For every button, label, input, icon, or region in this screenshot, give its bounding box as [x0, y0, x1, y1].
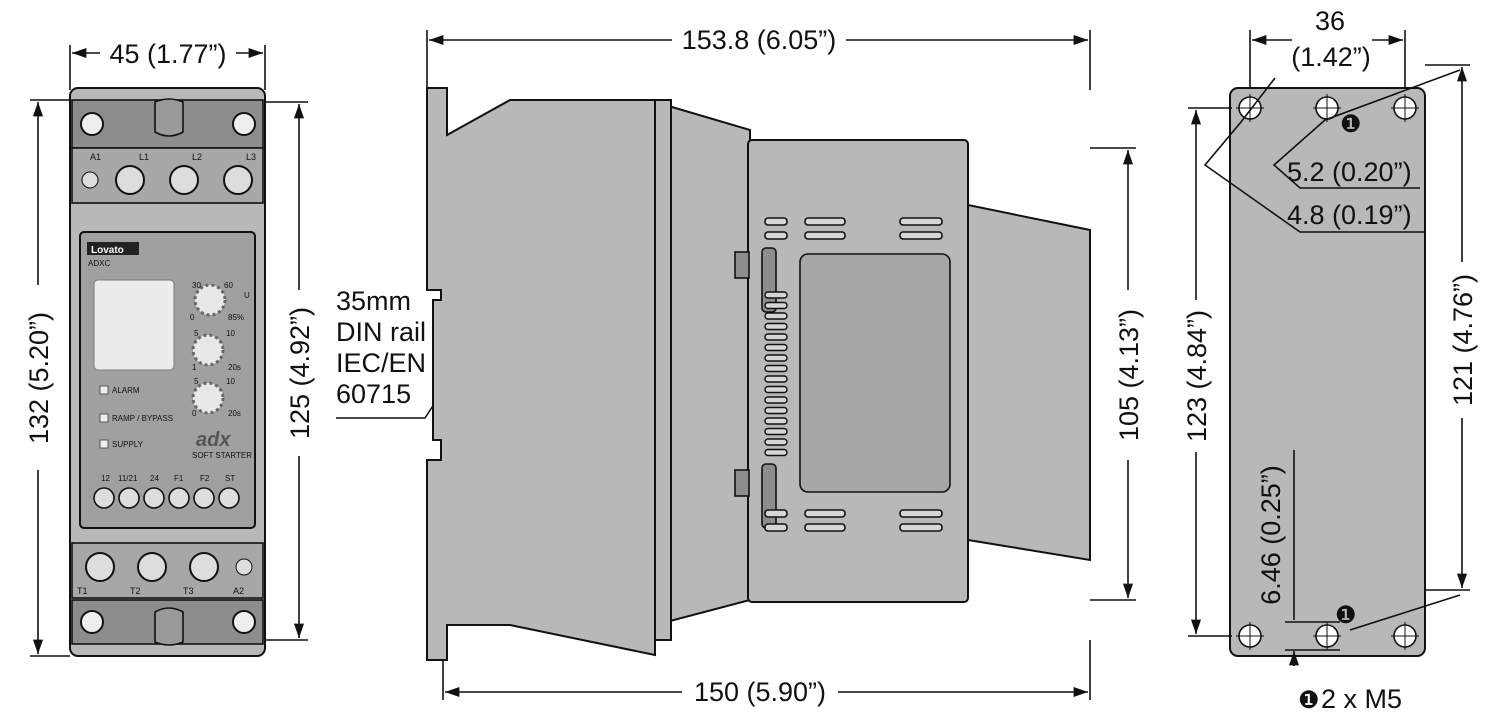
side-vent-slots: [764, 217, 943, 532]
brand-name: Lovato: [91, 245, 124, 256]
knob2-tick-a: 5: [194, 329, 199, 338]
knob1-tick-a: 30: [192, 281, 201, 290]
display-window: [93, 279, 175, 371]
front-inner-height-dimension: 125 (4.92”): [285, 307, 315, 439]
knob2-min: 1: [192, 363, 197, 372]
knob2-tick-b: 10: [226, 329, 235, 338]
aux-terminal-f2: F2: [200, 474, 210, 483]
footnote-text: 2 x M5: [1321, 684, 1402, 714]
rear-right-dimension: 121 (4.76”): [1448, 274, 1478, 406]
terminal-t3: T3: [183, 586, 194, 596]
hole-leader-2: [1203, 77, 1425, 233]
ramp-up-knob-icon: [191, 333, 225, 367]
front-width-dimension: 45 (1.77”): [109, 39, 226, 69]
product-subtitle: SOFT STARTER: [192, 451, 252, 460]
hole-leader-1: [1272, 69, 1461, 189]
side-grill: [764, 291, 788, 457]
din-rail-line-4: 60715: [336, 379, 411, 409]
rear-top-dimension-inch: (1.42”): [1291, 42, 1371, 72]
terminal-t2: T2: [130, 586, 141, 596]
knob3-min: 0: [192, 409, 197, 418]
supply-led-label: SUPPLY: [112, 440, 144, 449]
marker-top: ❶: [1340, 111, 1362, 138]
bottom-terminal-block: [71, 542, 264, 599]
ramp-down-knob-icon: [191, 381, 225, 415]
l3-screw-icon: [223, 165, 253, 195]
side-label-panel: [799, 253, 951, 493]
alarm-led-label: ALARM: [112, 386, 140, 395]
side-height-dimension: 105 (4.13”): [1114, 309, 1144, 441]
model-name: ADXC: [88, 259, 110, 268]
voltage-knob-icon: [193, 283, 227, 317]
aux-terminal-11-21: 11/21: [118, 474, 138, 483]
supply-led-icon: [99, 439, 109, 449]
top-left-screw-icon: [80, 112, 104, 136]
din-rail-line-2: DIN rail: [336, 317, 426, 347]
aux-terminal-f1: F1: [174, 474, 184, 483]
side-bottom-dimension: 150 (5.90”): [694, 677, 826, 707]
front-outer-height-dimension: 132 (5.20”): [24, 312, 54, 444]
top-clip-icon: [154, 98, 184, 137]
footnote-marker: ❶: [1298, 687, 1320, 714]
front-view: 45 (1.77”) 132 (5.20”) 125 (4.92”) A1 L1…: [24, 39, 315, 657]
l1-screw-icon: [115, 165, 145, 195]
l2-screw-icon: [169, 165, 199, 195]
bottom-clip-icon: [154, 607, 184, 646]
side-front-section: [967, 203, 1091, 562]
brand-badge: [87, 242, 139, 255]
rear-view: 36 (1.42”) 5.2 (0.20”) 4.8 (0.19”) ❶ ❶: [1182, 6, 1478, 714]
rear-left-dimension: 123 (4.84”): [1182, 310, 1212, 442]
side-view: 153.8 (6.05”) 150 (5.90”) 105 (4.13”) 35…: [336, 25, 1144, 707]
aux-terminal-screws: [93, 487, 240, 509]
rear-top-dimension-value: 36: [1315, 6, 1345, 36]
t3-screw-icon: [189, 552, 219, 582]
hole-dimension-1: 5.2 (0.20”): [1287, 157, 1412, 187]
aux-terminal-st: ST: [225, 474, 235, 483]
terminal-l2: L2: [192, 152, 202, 162]
alarm-led-icon: [99, 385, 109, 395]
knob1-min: 0: [190, 313, 195, 322]
t1-screw-icon: [85, 552, 115, 582]
a2-screw-icon: [235, 558, 253, 576]
aux-terminal-24: 24: [150, 474, 159, 483]
terminal-a2: A2: [233, 586, 244, 596]
terminal-t1: T1: [77, 586, 88, 596]
ramp-led-label: RAMP / BYPASS: [112, 414, 173, 423]
terminal-l3: L3: [246, 152, 256, 162]
product-logo: adx: [196, 429, 231, 451]
side-rear-mount: [426, 87, 656, 661]
knob2-max: 20s: [228, 363, 241, 372]
knob3-tick-a: 5: [194, 377, 199, 386]
side-top-dimension: 153.8 (6.05”): [682, 25, 837, 55]
knob1-tick-b: 60: [224, 281, 233, 290]
a1-screw-icon: [81, 171, 99, 189]
terminal-l1: L1: [139, 152, 149, 162]
knob3-max: 20s: [228, 409, 241, 418]
terminal-a1: A1: [90, 152, 101, 162]
knob1-max: 85%: [228, 313, 244, 322]
hole-dimension-2: 4.8 (0.19”): [1287, 200, 1412, 230]
side-flange: [654, 99, 672, 641]
din-rail-line-3: IEC/EN: [336, 348, 426, 378]
side-tab-top-icon: [734, 251, 750, 279]
t2-screw-icon: [137, 552, 167, 582]
knob3-tick-b: 10: [226, 377, 235, 386]
hole-offset-dimension: 6.46 (0.25”): [1256, 465, 1286, 605]
ramp-led-icon: [99, 413, 109, 423]
marker-bottom: ❶: [1335, 602, 1357, 629]
din-rail-line-1: 35mm: [336, 286, 411, 316]
aux-terminal-12: 12: [101, 474, 110, 483]
bottom-left-screw-icon: [80, 610, 104, 634]
rear-mounting-plate: [1229, 87, 1426, 657]
bottom-right-screw-icon: [232, 610, 256, 634]
knob1-label: U: [244, 291, 250, 300]
side-tab-bottom-icon: [734, 469, 750, 497]
top-right-screw-icon: [232, 112, 256, 136]
side-slot-bottom-icon: [761, 463, 777, 529]
